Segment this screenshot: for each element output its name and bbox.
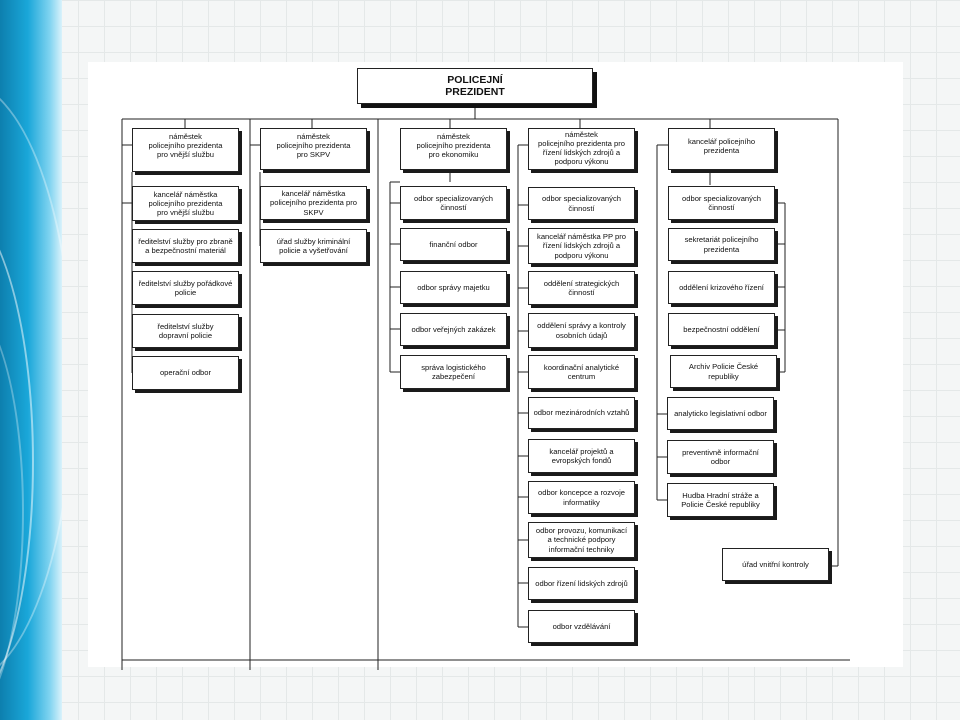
item-koncepce-informatiky: odbor koncepce a rozvoje informatiky xyxy=(528,481,635,514)
item-verejne-zakazky: odbor veřejných zakázek xyxy=(400,313,507,346)
item-poradkova-policie: ředitelství služby pořádkové policie xyxy=(132,271,239,305)
head-skpv: náměstek policejního prezidenta pro SKPV xyxy=(260,128,367,170)
head-ekonomika: náměstek policejního prezidenta pro ekon… xyxy=(400,128,507,170)
item-rizeni-lz: odbor řízení lidských zdrojů xyxy=(528,567,635,600)
item-financni-odbor: finanční odbor xyxy=(400,228,507,261)
head-lidske-zdroje: náměstek policejního prezidenta pro říze… xyxy=(528,128,635,170)
head-vnejsi-sluzba: náměstek policejního prezidenta pro vněj… xyxy=(132,128,239,172)
item-operacni-odbor: operační odbor xyxy=(132,356,239,390)
item-dopravni-policie: ředitelství služby dopravní policie xyxy=(132,314,239,348)
item-odbor-spec-kpp: odbor specializovaných činností xyxy=(668,186,775,220)
head-kancelar-pp: kancelář policejního prezidenta xyxy=(668,128,775,170)
item-vzdelavani: odbor vzdělávání xyxy=(528,610,635,643)
item-urad-vnitrni-kontroly: úřad vnitřní kontroly xyxy=(722,548,829,581)
item-koordinacni-centrum: koordinační analytické centrum xyxy=(528,355,635,389)
item-krizove-rizeni: oddělení krizového řízení xyxy=(668,271,775,304)
item-kancelar-pp-lz: kancelář náměstka PP pro řízení lidských… xyxy=(528,228,635,264)
item-odbor-spec-lz: odbor specializovaných činností xyxy=(528,187,635,220)
item-odbor-spravy-majetku: odbor správy majetku xyxy=(400,271,507,304)
item-bezpecnostni-oddeleni: bezpečnostní oddělení xyxy=(668,313,775,346)
item-strategicke-cinnosti: oddělení strategických činností xyxy=(528,271,635,305)
item-kriminalni-policie: úřad služby kriminální policie a vyšetřo… xyxy=(260,229,367,263)
policejni-prezident-box: POLICEJNÍ PREZIDENT xyxy=(357,68,593,104)
item-archiv-policie: Archiv Policie České republiky xyxy=(670,355,777,388)
item-evropske-fondy: kancelář projektů a evropských fondů xyxy=(528,439,635,473)
item-preventivne-informacni: preventivně informační odbor xyxy=(667,440,774,474)
item-zbrane: ředitelství služby pro zbraně a bezpečno… xyxy=(132,229,239,263)
item-mezinarodni-vztahy: odbor mezinárodních vztahů xyxy=(528,397,635,429)
item-odbor-spec-ekon: odbor specializovaných činností xyxy=(400,186,507,220)
item-sprava-logistiky: správa logistického zabezpečení xyxy=(400,355,507,389)
item-osobni-udaje: oddělení správy a kontroly osobních údaj… xyxy=(528,313,635,348)
item-kancelar-vnejsi: kancelář náměstka policejního prezidenta… xyxy=(132,186,239,221)
item-hudba-hradni-straze: Hudba Hradní stráže a Policie České repu… xyxy=(667,483,774,517)
decorative-sidebar xyxy=(0,0,62,720)
item-sekretariat: sekretariát policejního prezidenta xyxy=(668,228,775,261)
item-provoz-komunikaci: odbor provozu, komunikací a technické po… xyxy=(528,522,635,558)
item-kancelar-skpv: kancelář náměstka policejního prezidenta… xyxy=(260,186,367,220)
item-analyticko-legislativni: analyticko legislativní odbor xyxy=(667,397,774,430)
